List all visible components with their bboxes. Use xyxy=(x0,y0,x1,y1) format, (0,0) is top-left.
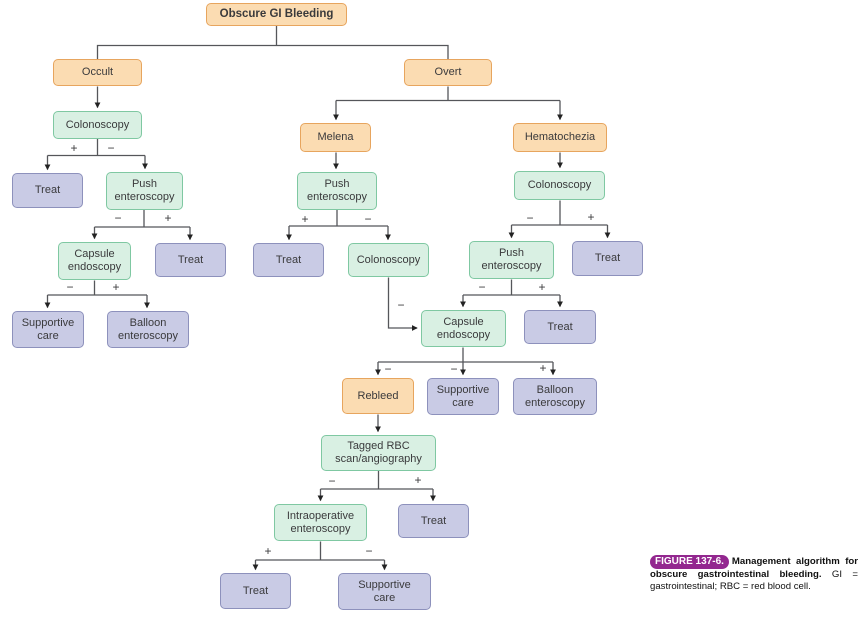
node-push-enteroscopy-hematochezia: Push enteroscopy xyxy=(469,241,554,279)
node-treat-tagged: Treat xyxy=(398,504,469,538)
node-supportive-care-occult: Supportive care xyxy=(12,311,84,348)
branch-label-minus: − xyxy=(114,211,122,225)
node-treat-occult: Treat xyxy=(12,173,83,208)
node-treat-push-occult: Treat xyxy=(155,243,226,277)
branch-label-plus: + xyxy=(301,212,309,226)
node-push-enteroscopy-melena: Push enteroscopy xyxy=(297,172,377,210)
node-supportive-care-center: Supportive care xyxy=(427,378,499,415)
caption-abbreviations: GI = gastrointestinal; RBC = red blood c… xyxy=(650,569,858,593)
caption-bold-text: Management algorithm for obscure gastroi… xyxy=(650,556,858,580)
branch-label-plus: + xyxy=(587,210,595,224)
figure-number-badge: FIGURE 137-6. xyxy=(650,555,729,569)
branch-label-minus: − xyxy=(478,280,486,294)
branch-label-minus: − xyxy=(364,212,372,226)
node-rebleed: Rebleed xyxy=(342,378,414,414)
branch-label-minus: − xyxy=(384,362,392,376)
node-colonoscopy-melena: Colonoscopy xyxy=(348,243,429,277)
node-occult: Occult xyxy=(53,59,142,86)
branch-label-minus: − xyxy=(450,362,458,376)
node-obscure-gi-bleeding: Obscure GI Bleeding xyxy=(206,3,347,26)
node-colonoscopy-occult: Colonoscopy xyxy=(53,111,142,139)
node-melena: Melena xyxy=(300,123,371,152)
branch-label-minus: − xyxy=(107,141,115,155)
branch-label-minus: − xyxy=(66,280,74,294)
figure-caption: FIGURE 137-6.Management algorithm for ob… xyxy=(650,555,858,594)
node-push-enteroscopy-occult: Push enteroscopy xyxy=(106,172,183,210)
branch-label-plus: + xyxy=(539,361,547,375)
node-intraoperative-enteroscopy: Intraoperative enteroscopy xyxy=(274,504,367,541)
node-treat-melena: Treat xyxy=(253,243,324,277)
node-supportive-care-intraoperative: Supportive care xyxy=(338,573,431,610)
branch-label-plus: + xyxy=(414,473,422,487)
node-treat-intraoperative: Treat xyxy=(220,573,291,609)
branch-label-minus: − xyxy=(328,474,336,488)
node-treat-push-hema: Treat xyxy=(524,310,596,344)
branch-label-plus: + xyxy=(112,280,120,294)
branch-label-minus: − xyxy=(526,211,534,225)
node-balloon-enteroscopy-center: Balloon enteroscopy xyxy=(513,378,597,415)
branch-label-plus: + xyxy=(264,544,272,558)
node-overt: Overt xyxy=(404,59,492,86)
branch-label-minus: − xyxy=(365,544,373,558)
branch-label-plus: + xyxy=(70,141,78,155)
node-hematochezia: Hematochezia xyxy=(513,123,607,152)
branch-label-plus: + xyxy=(164,211,172,225)
node-treat-colonoscopy-hema: Treat xyxy=(572,241,643,276)
node-capsule-endoscopy-occult: Capsule endoscopy xyxy=(58,242,131,280)
node-tagged-rbc-scan: Tagged RBC scan/angiography xyxy=(321,435,436,471)
branch-label-plus: + xyxy=(538,280,546,294)
branch-label-minus: − xyxy=(397,298,405,312)
node-colonoscopy-hematochezia: Colonoscopy xyxy=(514,171,605,200)
node-capsule-endoscopy-center: Capsule endoscopy xyxy=(421,310,506,347)
node-balloon-enteroscopy-occult: Balloon enteroscopy xyxy=(107,311,189,348)
